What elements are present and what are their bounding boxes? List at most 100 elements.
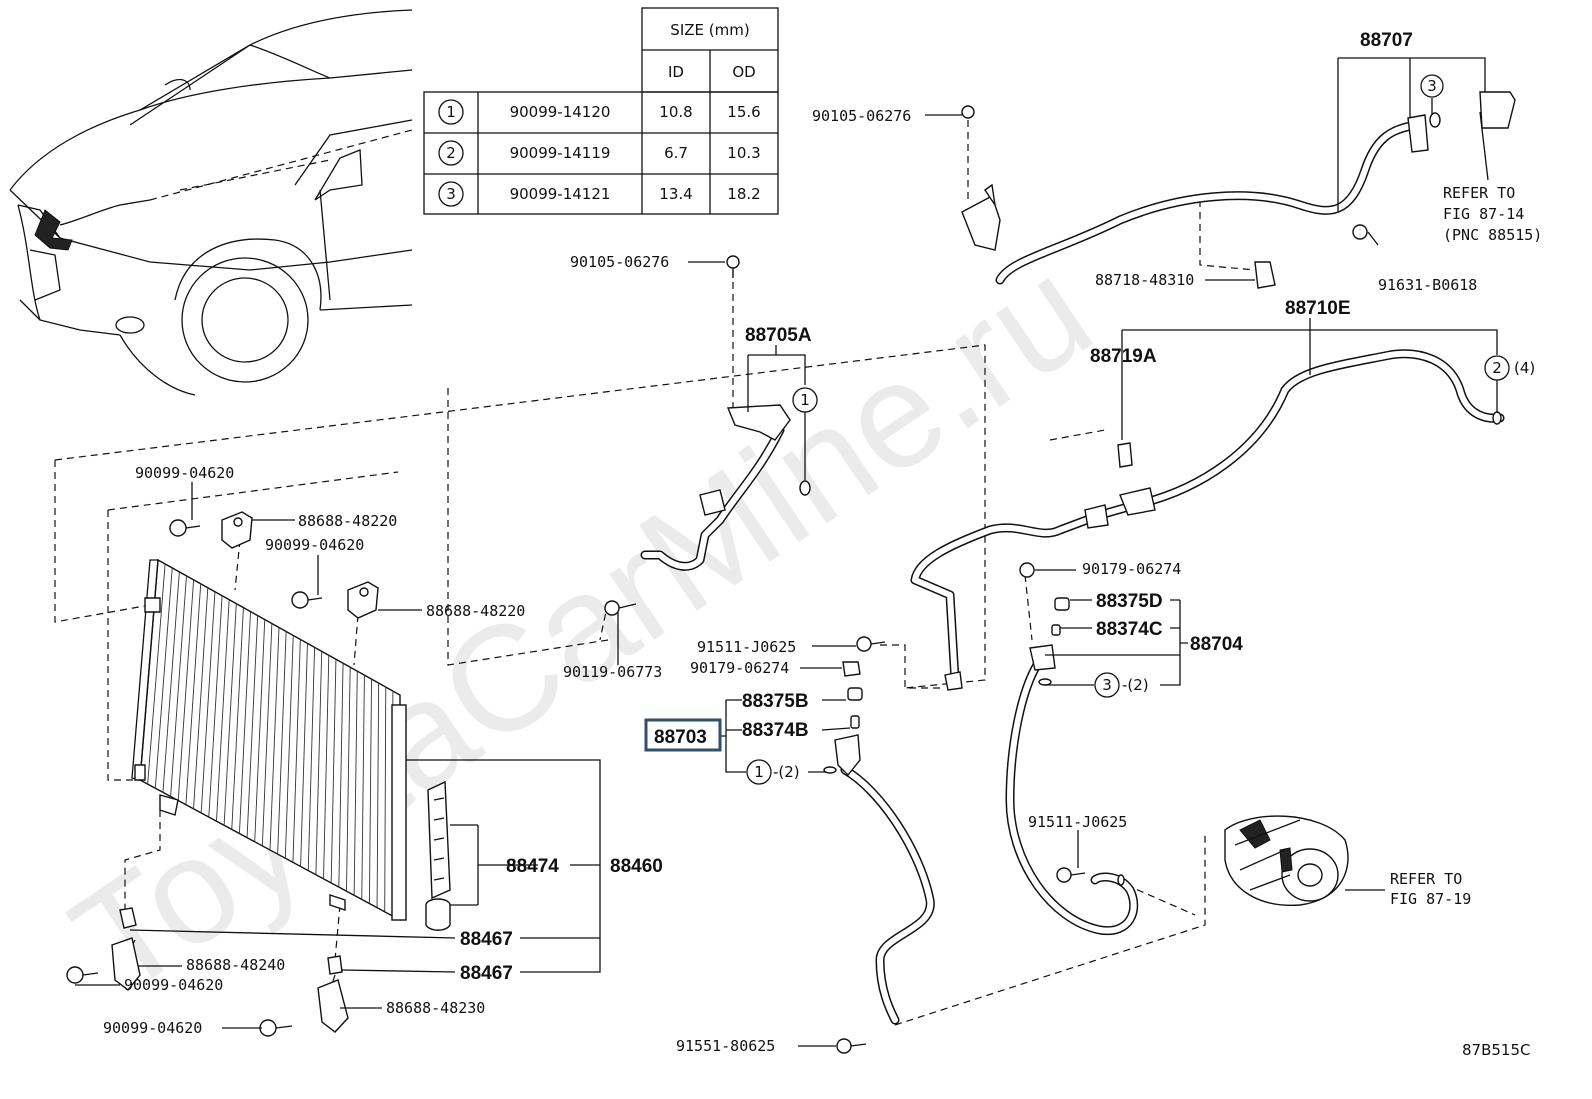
callout-2-right-qty: (4) (1514, 359, 1535, 377)
condenser-fin (170, 575, 187, 797)
bolt-90099-04620-mid (291, 591, 323, 609)
label-88688-48220-a: 88688-48220 (298, 512, 397, 530)
refer-87-19-line1: REFER TO (1390, 870, 1462, 888)
condenser-fin (338, 663, 344, 888)
part-labels: 88707 90105-06276 88718-48310 91631-B061… (103, 30, 1542, 1059)
table-row-1-ref: 1 (446, 103, 456, 121)
label-91511-j0625-b: 91511-J0625 (1028, 813, 1127, 831)
table-row-2-ref: 2 (446, 144, 456, 162)
bolt-90099-04620-lower-a (66, 966, 99, 984)
label-88375b: 88375B (742, 691, 809, 712)
bolt-90099-04620-upper (169, 519, 201, 537)
table-header-id: ID (668, 63, 684, 81)
figure-code: 87B515C (1462, 1041, 1530, 1059)
condenser-fin (307, 647, 316, 871)
table-row-1-id: 10.8 (659, 103, 692, 121)
condenser-fin (177, 579, 195, 801)
label-90179-06274-b: 90179-06274 (1082, 560, 1181, 578)
condenser-fin (162, 571, 180, 793)
condenser-fin (238, 611, 251, 834)
callout-3-mid-text: 3 (1102, 676, 1112, 694)
callout-3-mid (1094, 672, 1120, 698)
hose-88703 (823, 636, 935, 1054)
condenser-fin (147, 563, 166, 785)
callout-1-mid (746, 759, 772, 785)
condenser-fin (353, 671, 358, 896)
condenser-fin (292, 639, 301, 863)
condenser-fin (323, 655, 330, 879)
label-88707: 88707 (1360, 30, 1413, 51)
label-91631-b0618: 91631-B0618 (1378, 276, 1477, 294)
condenser-fin (216, 599, 230, 822)
label-88710e: 88710E (1285, 298, 1351, 319)
pipe-88705a (640, 255, 811, 571)
table-row-1-ref-circle (438, 99, 464, 125)
condenser-fin (254, 619, 266, 842)
refer-87-14-line2: FIG 87-14 (1443, 205, 1524, 223)
condenser-fin (208, 595, 223, 818)
condenser-fin (376, 683, 380, 908)
callout-3-mid-qty: -(2) (1122, 676, 1149, 694)
table-row-3-id: 13.4 (659, 185, 692, 203)
bracket-88688-48220-upper (221, 511, 253, 549)
table-row-2-ref-circle (438, 140, 464, 166)
label-88705a: 88705A (745, 325, 812, 346)
leader-lines (75, 57, 1498, 1047)
label-88375d: 88375D (1096, 591, 1163, 612)
table-row-1-od: 15.6 (727, 103, 760, 121)
callouts: 1 3 2 (4) 3 -(2) 1 -(2) (746, 74, 1535, 785)
condenser-fin (231, 607, 244, 830)
callout-3-top (1420, 74, 1444, 98)
callout-1-mid-qty: -(2) (773, 763, 800, 781)
table-row-3-od: 18.2 (727, 185, 760, 203)
label-88688-48230: 88688-48230 (386, 999, 485, 1017)
condenser-fin (261, 623, 273, 846)
condenser-fin (154, 567, 173, 789)
condenser-fin (384, 687, 387, 912)
bracket-88688-48230 (317, 979, 349, 1033)
label-88374b: 88374B (742, 720, 809, 741)
label-90099-04620-d: 90099-04620 (103, 1019, 202, 1037)
size-table: SIZE (mm) ID OD 1 90099-14120 10.8 15.6 … (423, 7, 779, 215)
callout-1-top (792, 387, 818, 413)
label-90105-06276-top: 90105-06276 (812, 107, 911, 125)
label-90099-04620-b: 90099-04620 (265, 536, 364, 554)
refer-87-14-line3: (PNC 88515) (1443, 226, 1542, 244)
label-88688-48240: 88688-48240 (186, 956, 285, 974)
label-88704: 88704 (1190, 634, 1243, 655)
callout-2-right (1484, 355, 1510, 381)
table-header-od: OD (732, 63, 755, 81)
label-88718-48310: 88718-48310 (1095, 271, 1194, 289)
cushion-88467-right (327, 955, 343, 975)
pipe-88710e (910, 349, 1505, 691)
label-91511-j0625-a: 91511-J0625 (697, 638, 796, 656)
condenser-core (131, 558, 407, 922)
condenser-fin (315, 651, 323, 875)
label-90105-06276-mid: 90105-06276 (570, 253, 669, 271)
condenser-fin (330, 659, 337, 883)
label-88374c: 88374C (1096, 619, 1163, 640)
condenser-fin (200, 591, 216, 813)
condenser-fin (185, 583, 202, 805)
condenser-fin (246, 615, 259, 838)
label-88688-48220-b: 88688-48220 (426, 602, 525, 620)
label-90119-06773: 90119-06773 (563, 663, 662, 681)
condenser-fin (277, 631, 287, 855)
condenser-fin (193, 587, 209, 809)
label-88467-a: 88467 (460, 929, 513, 950)
compressor (1224, 815, 1349, 907)
bolt-90099-04620-lower-b (259, 1019, 293, 1037)
condenser-fin (269, 627, 280, 851)
vehicle-illustration (9, 9, 413, 396)
condenser-fin (300, 643, 308, 867)
callout-2-right-text: 2 (1492, 359, 1502, 377)
table-row-3-ref: 3 (446, 185, 456, 203)
table-row-2-od: 10.3 (727, 144, 760, 162)
table-row-3-ref-circle (438, 181, 464, 207)
label-88474: 88474 (506, 856, 559, 877)
table-row-2-id: 6.7 (664, 144, 688, 162)
label-90099-04620-c: 90099-04620 (124, 976, 223, 994)
pipe-88707 (961, 91, 1516, 289)
condenser-fin (346, 667, 351, 892)
